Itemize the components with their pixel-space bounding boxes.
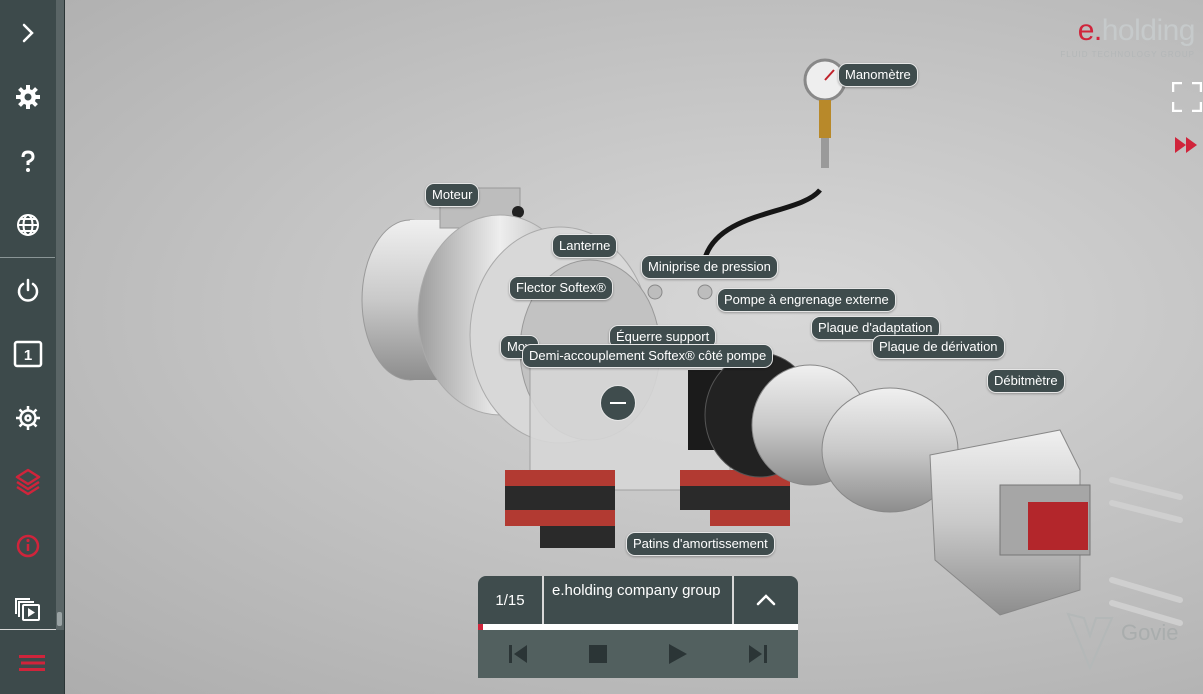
svg-text:1: 1 <box>23 347 31 364</box>
media-button[interactable] <box>0 584 55 636</box>
power-icon <box>17 278 38 302</box>
sidebar-divider <box>0 257 55 258</box>
menu-button[interactable] <box>0 637 64 689</box>
settings-button[interactable] <box>0 71 55 123</box>
info-icon <box>16 534 39 558</box>
step-number-button[interactable]: 1 <box>0 328 55 380</box>
logo-tagline: FLUID TECHNOLOGY GROUP <box>1060 50 1195 59</box>
sidebar-scrollbar[interactable] <box>56 0 64 630</box>
expand-player-button[interactable] <box>732 576 798 624</box>
chevron-right-icon <box>22 23 34 43</box>
skip-back-icon <box>509 645 527 663</box>
cog-target-icon <box>15 406 40 430</box>
sidebar-divider-bottom <box>0 629 64 630</box>
language-button[interactable] <box>0 199 55 251</box>
globe-icon <box>16 214 39 236</box>
label-miniprise-de-pression[interactable]: Miniprise de pression <box>641 255 778 279</box>
numbered-box-icon: 1 <box>13 340 42 368</box>
label-moteur[interactable]: Moteur <box>425 183 480 207</box>
label-lanterne[interactable]: Lanterne <box>552 234 618 258</box>
stop-button[interactable] <box>568 630 628 678</box>
label-flector-softex[interactable]: Flector Softex® <box>509 276 613 300</box>
media-stack-icon <box>14 598 40 621</box>
fullscreen-button[interactable] <box>1171 81 1203 113</box>
help-button[interactable] <box>0 135 55 187</box>
chevron-up-icon <box>756 594 776 606</box>
stop-icon <box>589 645 607 663</box>
expand-sidebar-button[interactable] <box>0 7 55 59</box>
step-player: 1/15 e.holding company group <box>478 576 798 678</box>
label-plaque-derivation[interactable]: Plaque de dérivation <box>872 335 1005 359</box>
step-title: e.holding company group <box>552 582 721 599</box>
configure-button[interactable] <box>0 392 55 444</box>
logo-name: holding <box>1101 14 1196 47</box>
question-icon <box>21 150 35 172</box>
player-controls <box>478 630 798 678</box>
layers-button[interactable] <box>0 456 55 508</box>
collapse-labels-button[interactable] <box>600 385 636 421</box>
gear-icon <box>15 85 40 109</box>
info-button[interactable] <box>0 520 55 572</box>
progress-fill <box>478 624 483 630</box>
power-button[interactable] <box>0 264 55 316</box>
label-pompe-engrenage[interactable]: Pompe à engrenage externe <box>717 288 896 312</box>
progress-bar[interactable] <box>478 624 798 630</box>
sidebar-scrollbar-thumb[interactable] <box>57 612 62 626</box>
label-demi-accouplement[interactable]: Demi-accouplement Softex® côté pompe <box>522 344 774 368</box>
govie-logo-icon <box>1066 612 1114 671</box>
label-plaque-adaptation[interactable]: Plaque d'adaptation <box>811 316 940 340</box>
layers-icon <box>15 468 40 496</box>
sidebar: 1 <box>0 0 64 694</box>
skip-forward-icon <box>749 645 767 663</box>
menu-icon <box>19 655 45 671</box>
previous-step-button[interactable] <box>488 630 548 678</box>
label-debitmetre[interactable]: Débitmètre <box>987 369 1065 393</box>
step-counter: 1/15 <box>478 576 544 624</box>
fast-forward-button[interactable] <box>1174 136 1200 154</box>
play-icon <box>669 644 687 664</box>
minus-icon <box>610 402 626 404</box>
next-step-button[interactable] <box>728 630 788 678</box>
play-button[interactable] <box>648 630 708 678</box>
label-patins-amortissement[interactable]: Patins d'amortissement <box>626 532 775 556</box>
govie-text: Govie <box>1121 620 1179 645</box>
player-header: 1/15 e.holding company group <box>478 576 798 624</box>
logo-prefix: e. <box>1077 14 1103 47</box>
fast-forward-icon <box>1175 137 1197 153</box>
label-manometre[interactable]: Manomètre <box>838 63 918 87</box>
fullscreen-icon <box>1171 81 1203 113</box>
brand-logo: e.holding FLUID TECHNOLOGY GROUP <box>1060 14 1196 60</box>
